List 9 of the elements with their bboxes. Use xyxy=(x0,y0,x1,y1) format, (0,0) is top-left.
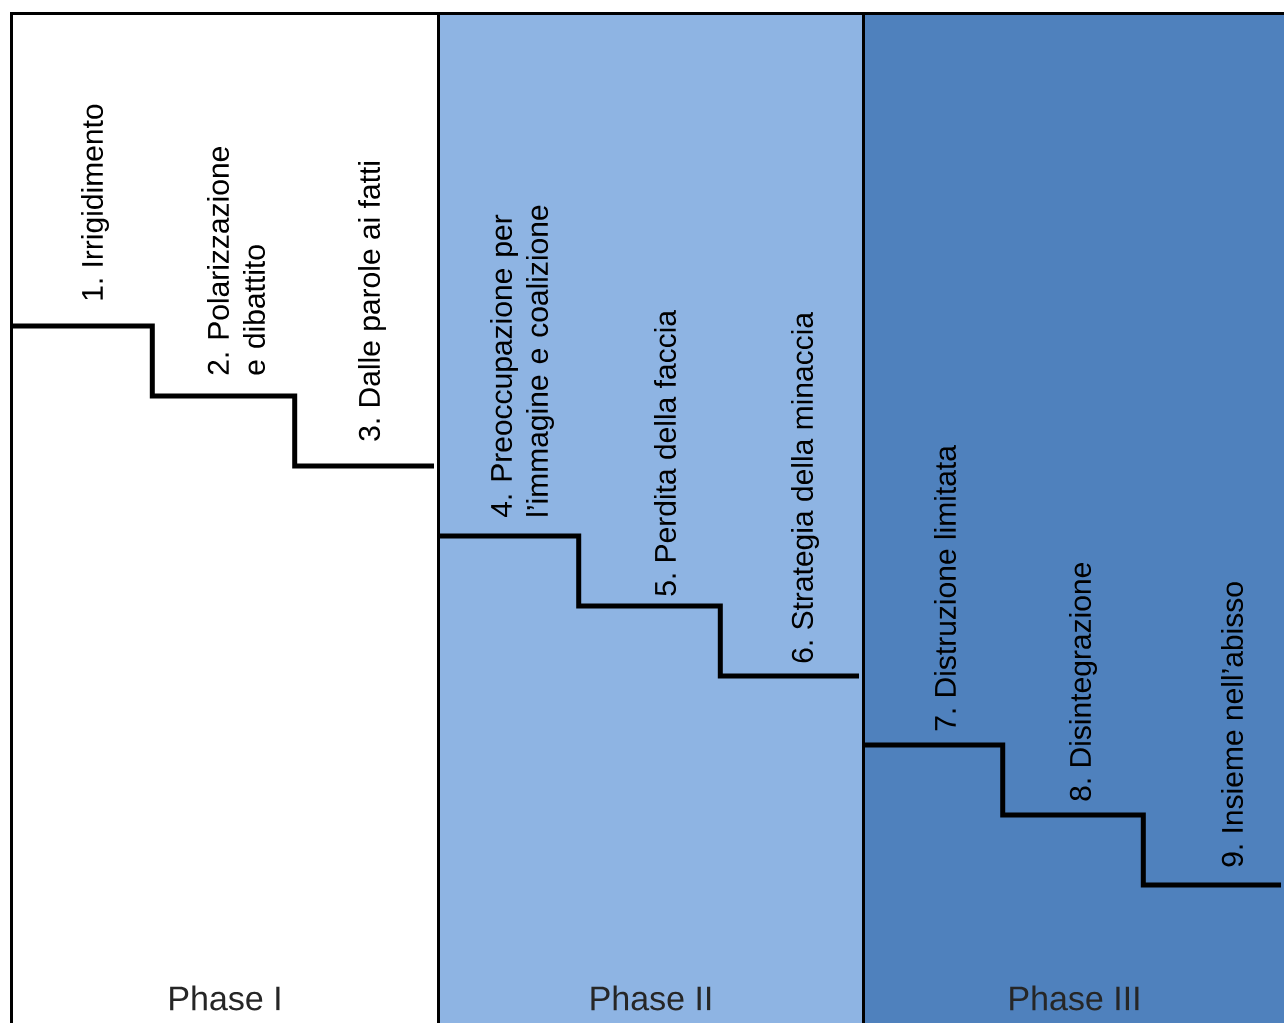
step-label: 3. Dalle parole ai fatti xyxy=(358,162,386,441)
step-label: 2. Polarizzazione e dibattito xyxy=(207,147,266,375)
step-label: 6. Strategia della minaccia xyxy=(791,312,819,663)
step-label: 9. Insieme nell’abisso xyxy=(1221,582,1244,867)
step-label: 4. Preoccupazione per l’immagine e coalizione xyxy=(490,205,554,518)
step-label: 1. Irrigidimento xyxy=(81,104,109,300)
step-label: 5. Perdita della faccia xyxy=(654,310,677,596)
step-label: 8. Disintegrazione xyxy=(1069,563,1097,801)
step-label: 7. Distruzione limitata xyxy=(934,445,957,731)
